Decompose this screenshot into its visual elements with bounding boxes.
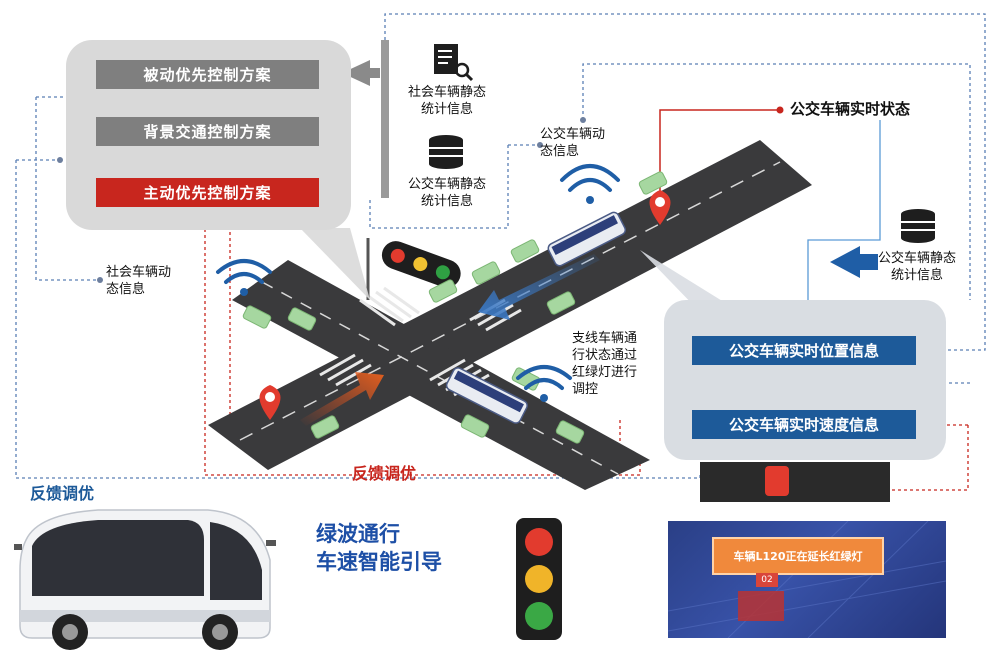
active-priority-plan[interactable]: 主动优先控制方案 bbox=[96, 178, 319, 207]
screen-banner: 车辆L120正在延长红绿灯 bbox=[712, 537, 884, 575]
feedback-optimize-red-label: 反馈调优 bbox=[352, 464, 417, 483]
autonomous-bus-image bbox=[14, 509, 276, 650]
feedback-optimize-blue-label: 反馈调优 bbox=[30, 484, 95, 503]
bus-static-label: 公交车辆静态 统计信息 bbox=[407, 177, 486, 209]
green-wave-text: 绿波通行 车速智能引导 bbox=[316, 520, 442, 576]
screen-tag: 02 bbox=[756, 573, 778, 587]
bus-realtime-status-label: 公交车辆实时状态 bbox=[790, 100, 911, 118]
bus-static-right-label: 公交车辆静态 统计信息 bbox=[877, 251, 956, 283]
bus-dynamic-label: 公交车辆动 态信息 bbox=[540, 127, 606, 159]
passive-priority-plan[interactable]: 被动优先控制方案 bbox=[96, 60, 319, 89]
bus-position-box[interactable]: 公交车辆实时位置信息 bbox=[692, 336, 916, 365]
social-vehicle-static-label: 社会车辆静态 统计信息 bbox=[407, 85, 486, 117]
green-wave-line2: 车速智能引导 bbox=[316, 550, 442, 574]
traffic-light-icon bbox=[516, 518, 562, 640]
social-vehicle-dynamic-label: 社会车辆动 态信息 bbox=[106, 265, 172, 297]
green-wave-line1: 绿波通行 bbox=[316, 522, 400, 546]
background-traffic-plan[interactable]: 背景交通控制方案 bbox=[96, 117, 319, 146]
bus-speed-box[interactable]: 公交车辆实时速度信息 bbox=[692, 410, 916, 439]
screen-grid-decoration bbox=[668, 521, 946, 638]
branch-control-label: 支线车辆通 行状态通过 红绿灯进行 调控 bbox=[572, 331, 638, 397]
signal-extension-screen: 车辆L120正在延长红绿灯 02 bbox=[668, 521, 946, 638]
